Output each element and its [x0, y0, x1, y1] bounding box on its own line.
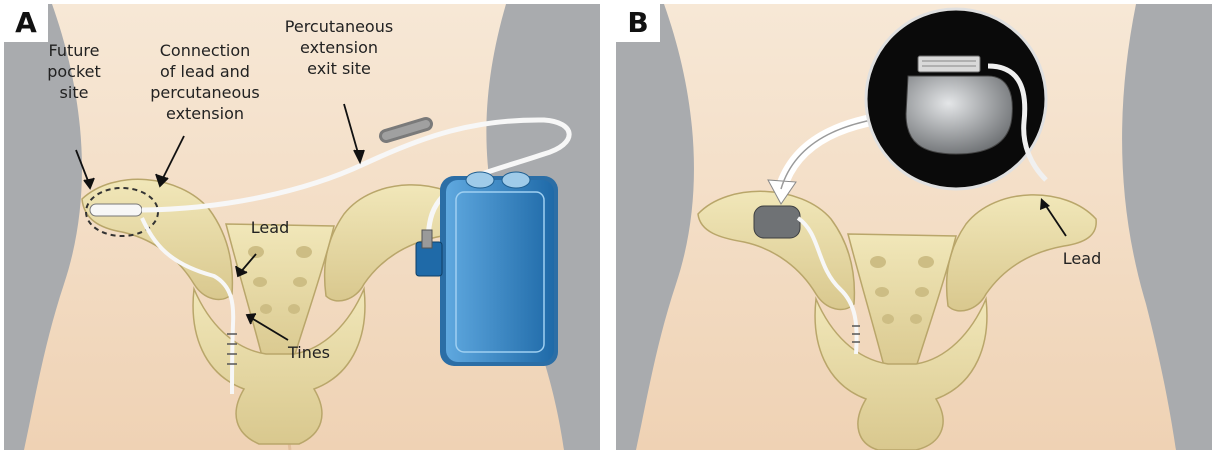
panel-b: B Lead — [616, 4, 1212, 450]
label-tines: Tines — [274, 342, 344, 363]
panel-label-b: B — [616, 4, 660, 42]
panel-label-a: A — [4, 4, 48, 42]
panel-a: A Future pocket site Connection of lead … — [4, 4, 600, 450]
label-lead: Lead — [1052, 248, 1112, 269]
label-lead: Lead — [240, 217, 300, 238]
label-line: extension — [274, 37, 404, 58]
label-line: exit site — [274, 58, 404, 79]
label-future-pocket-site: Future pocket site — [34, 40, 114, 103]
implanted-generator — [754, 206, 800, 238]
label-connection: Connection of lead and percutaneous exte… — [140, 40, 270, 124]
label-exit-site: Percutaneous extension exit site — [274, 16, 404, 79]
label-line: Future — [34, 40, 114, 61]
label-line: pocket — [34, 61, 114, 82]
label-line: extension — [140, 103, 270, 124]
panel-b-illustration — [616, 4, 1212, 450]
label-line: Connection — [140, 40, 270, 61]
label-line: site — [34, 82, 114, 103]
magnified-view — [866, 9, 1046, 189]
label-line: of lead and — [140, 61, 270, 82]
label-line: Percutaneous — [274, 16, 404, 37]
label-line: percutaneous — [140, 82, 270, 103]
